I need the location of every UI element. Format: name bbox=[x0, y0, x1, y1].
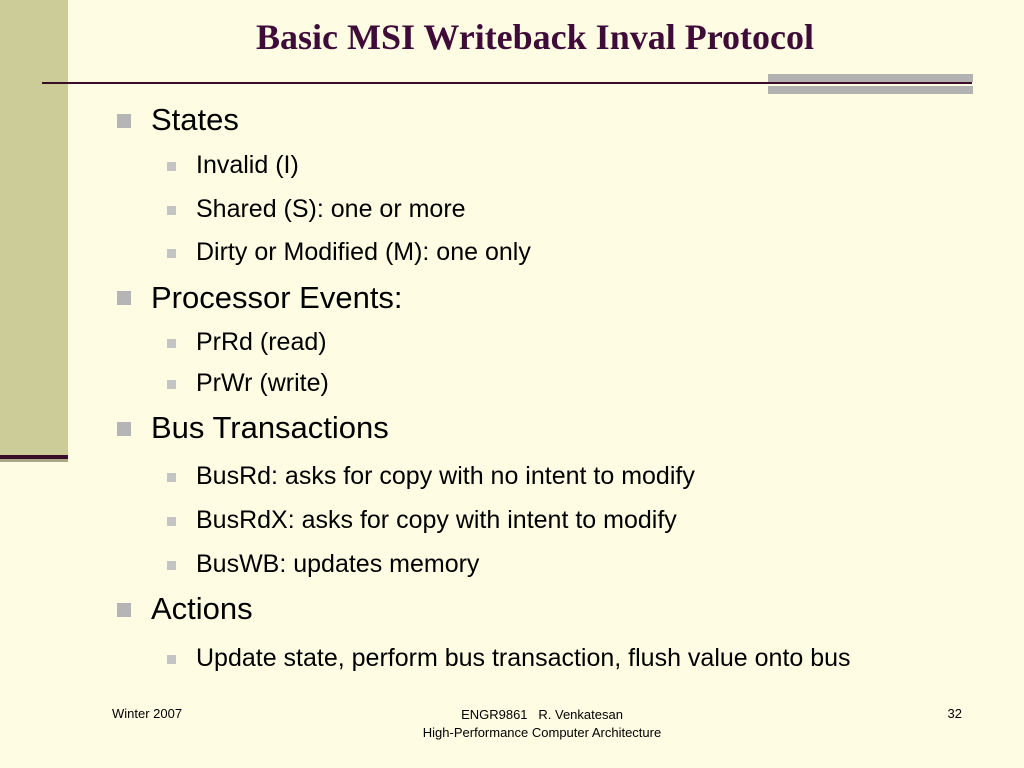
bullet-square-icon bbox=[117, 114, 131, 128]
sub-bullet-square-icon bbox=[167, 380, 176, 389]
decorative-bar-bottom bbox=[768, 86, 973, 94]
list-item: BusRdX: asks for copy with intent to mod… bbox=[196, 506, 677, 534]
slide-title: Basic MSI Writeback Inval Protocol bbox=[256, 17, 814, 57]
page-number: 32 bbox=[947, 706, 962, 721]
sub-bullet-square-icon bbox=[167, 339, 176, 348]
sub-bullet-square-icon bbox=[167, 517, 176, 526]
title-divider bbox=[42, 82, 972, 84]
sub-bullet-square-icon bbox=[167, 655, 176, 664]
sub-bullet-square-icon bbox=[167, 249, 176, 258]
footer-date: Winter 2007 bbox=[112, 706, 183, 721]
list-item: PrWr (write) bbox=[196, 369, 329, 397]
list-item: BusWB: updates memory bbox=[196, 550, 480, 578]
sub-bullet-square-icon bbox=[167, 561, 176, 570]
list-item: Update state, perform bus transaction, f… bbox=[196, 644, 851, 672]
list-item: BusRd: asks for copy with no intent to m… bbox=[196, 462, 695, 490]
sub-bullet-square-icon bbox=[167, 162, 176, 171]
footer-course-title: High-Performance Computer Architecture bbox=[422, 725, 662, 740]
section-heading-bus-transactions: Bus Transactions bbox=[151, 410, 389, 445]
list-item: Invalid (I) bbox=[196, 151, 299, 179]
list-item: Dirty or Modified (M): one only bbox=[196, 238, 531, 266]
decorative-bar-top bbox=[768, 74, 973, 82]
section-heading-states: States bbox=[151, 102, 239, 137]
footer-course-line: ENGR9861 R. Venkatesan bbox=[461, 707, 623, 722]
bullet-square-icon bbox=[117, 422, 131, 436]
left-accent-band bbox=[0, 0, 68, 459]
left-band-shadow bbox=[0, 459, 68, 462]
section-heading-processor-events: Processor Events: bbox=[151, 280, 403, 315]
section-heading-actions: Actions bbox=[151, 591, 253, 626]
bullet-square-icon bbox=[117, 291, 131, 305]
list-item: PrRd (read) bbox=[196, 328, 327, 356]
footer-course: ENGR9861 R. Venkatesan High-Performance … bbox=[362, 706, 722, 742]
list-item: Shared (S): one or more bbox=[196, 195, 466, 223]
sub-bullet-square-icon bbox=[167, 473, 176, 482]
left-band-edge bbox=[0, 455, 68, 459]
sub-bullet-square-icon bbox=[167, 206, 176, 215]
bullet-square-icon bbox=[117, 603, 131, 617]
